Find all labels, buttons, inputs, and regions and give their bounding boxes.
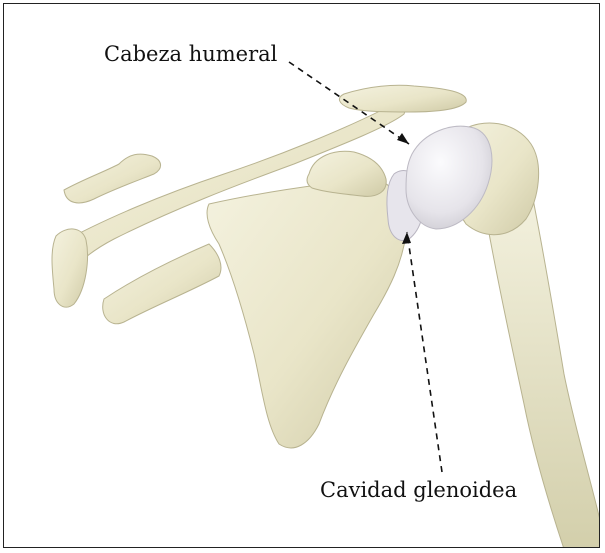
glenoid-pointer-line: [407, 232, 442, 472]
coracoid-process: [307, 151, 386, 196]
clavicle-left-process: [64, 154, 161, 203]
acromion: [339, 85, 466, 112]
humeral-head-pointer-arrow: [397, 133, 409, 144]
humeral-head-label: Cabeza humeral: [102, 42, 279, 67]
scapula-wing: [103, 244, 221, 324]
glenoid-cavity-label: Cavidad glenoidea: [316, 478, 521, 503]
scapula-body: [207, 179, 406, 448]
clavicle-sternal-end: [52, 229, 88, 307]
shoulder-illustration: [4, 4, 600, 548]
figure-frame: Cabeza humeral Cavidad glenoidea: [3, 3, 600, 548]
